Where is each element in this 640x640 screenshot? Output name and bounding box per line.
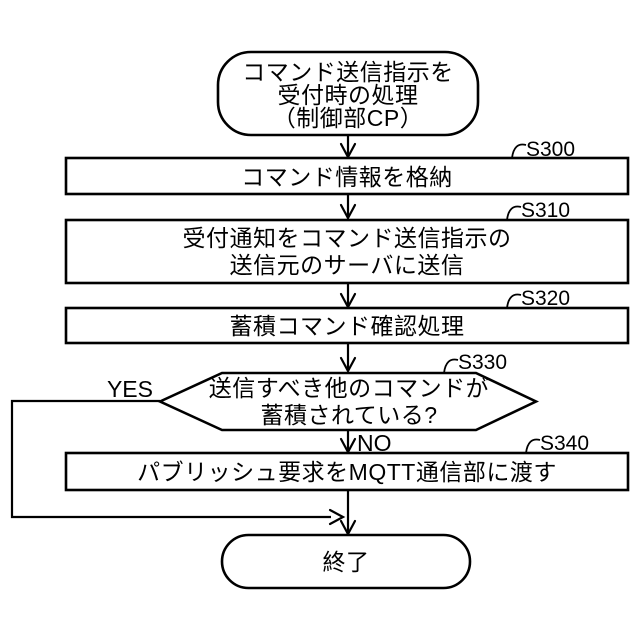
process-text-s310-line1: 受付通知をコマンド送信指示の: [183, 225, 512, 251]
process-text-s300: コマンド情報を格納: [241, 164, 453, 190]
end-terminal: [220, 533, 472, 590]
step-tag-s320: S320: [521, 287, 570, 310]
start-terminal-line3: （制御部CP）: [273, 105, 423, 131]
step-tag-s330: S330: [458, 351, 507, 374]
leader-s300: [511, 143, 527, 159]
leader-s320: [506, 293, 522, 309]
process-box-s300: [64, 156, 630, 196]
end-terminal-label: 終了: [323, 549, 370, 575]
start-terminal-line1: コマンド送信指示を: [242, 59, 454, 85]
arrowhead-s300-to-s310: [339, 203, 357, 221]
leader-s330: [443, 358, 459, 374]
yes-loop-line: [10, 399, 331, 519]
leader-s310: [506, 205, 522, 221]
branch-label-no: NO: [357, 430, 392, 456]
arrowhead-yes-merge: [328, 508, 346, 526]
decision-text-s330-line1: 送信すべき他のコマンドが: [209, 375, 489, 401]
branch-label-yes: YES: [107, 376, 153, 402]
arrowhead-s320-to-s330: [339, 356, 357, 374]
step-tag-s300: S300: [526, 138, 575, 161]
decision-hexagon-s330: [156, 371, 540, 432]
decision-text-s330-line2: 蓄積されている?: [260, 402, 437, 428]
process-text-s340: パブリッシュ要求をMQTT通信部に渡す: [137, 459, 557, 485]
step-tag-s310: S310: [521, 199, 570, 222]
process-box-s310: [64, 218, 630, 285]
leader-s340: [525, 438, 541, 454]
process-box-s320: [64, 306, 630, 345]
process-box-s340: [64, 451, 630, 492]
process-text-s310-line2: 送信元のサーバに送信: [230, 252, 465, 278]
start-terminal-line2: 受付時の処理: [278, 82, 419, 108]
step-tag-s340: S340: [540, 432, 589, 455]
start-terminal: [216, 50, 480, 137]
process-text-s320: 蓄積コマンド確認処理: [230, 313, 465, 339]
